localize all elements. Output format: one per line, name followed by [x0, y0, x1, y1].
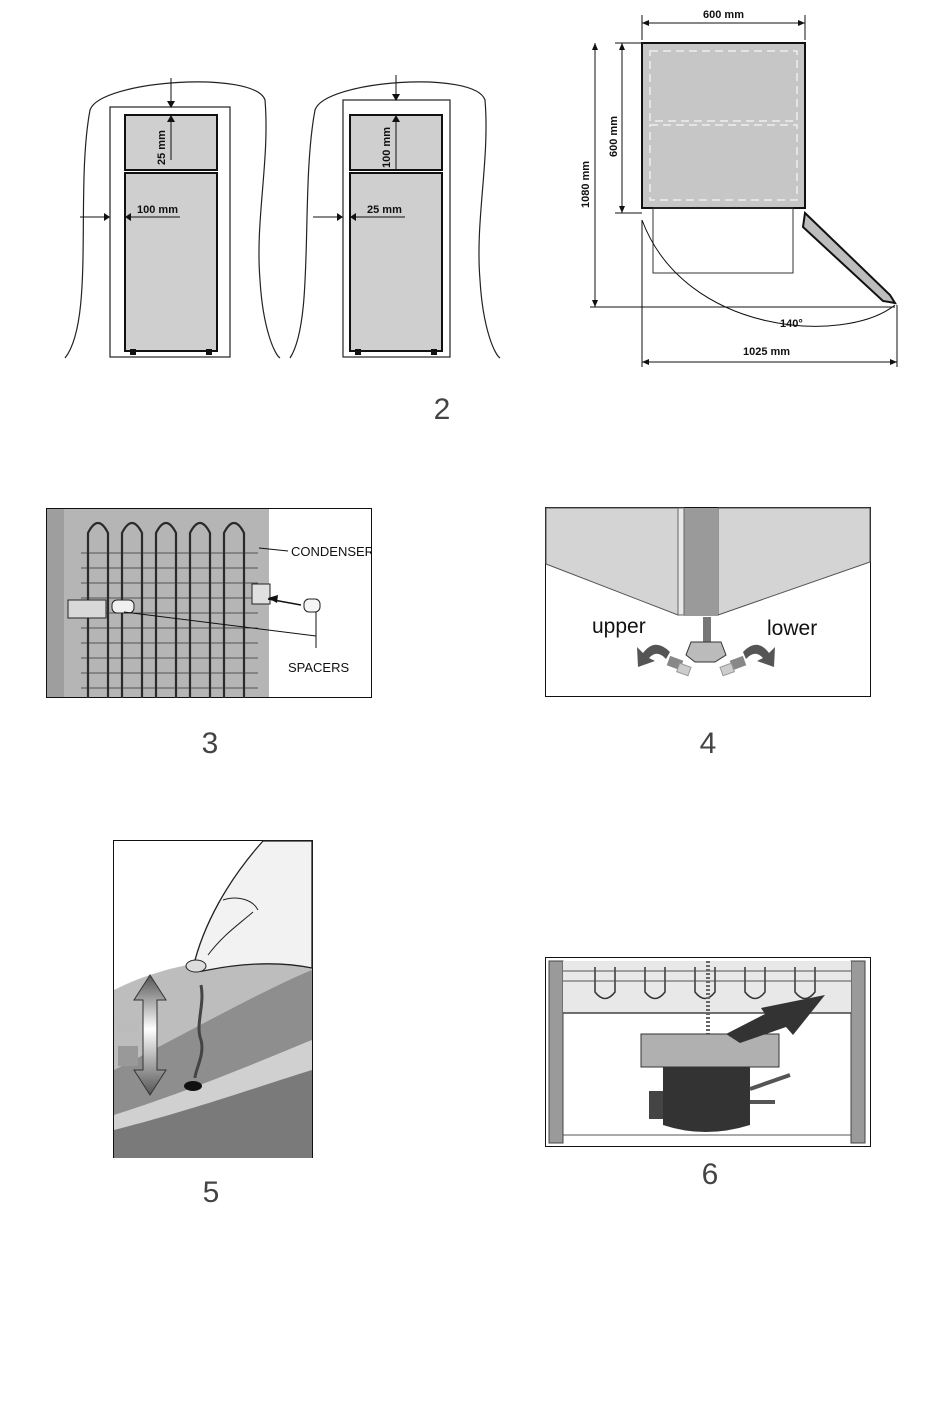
left-fridge-body	[125, 173, 217, 351]
upper-label: upper	[592, 615, 646, 638]
left-spacer	[112, 600, 134, 613]
figure-6-compressor-tray	[545, 957, 871, 1147]
figure-5-number: 5	[181, 1176, 241, 1210]
right-spacer-bracket	[252, 584, 270, 604]
plan-door	[803, 213, 895, 303]
right-fridge-body	[350, 173, 442, 351]
figure-3-number: 3	[180, 727, 240, 761]
drain-hole	[184, 1081, 202, 1091]
right-spacer	[304, 599, 320, 612]
left-top-gap-label: 25 mm	[156, 130, 168, 165]
condenser-label: CONDENSER	[291, 544, 372, 559]
figure-6-number: 6	[680, 1158, 740, 1192]
cabinet-corner-post	[684, 508, 718, 616]
figure-2-number: 2	[412, 393, 472, 427]
plan-total-depth-label: 1080 mm	[580, 161, 592, 208]
right-top-gap-label: 100 mm	[381, 127, 393, 168]
plan-angle-label: 140°	[780, 318, 803, 330]
lower-label: lower	[767, 617, 817, 640]
figure-3-condenser-spacers: CONDENSER SPACERS	[46, 508, 372, 698]
figure-2-clearance-diagram: 25 mm 100 mm 100 mm 25 mm	[55, 70, 515, 370]
drip-tray	[641, 1034, 779, 1067]
leveling-foot-screw	[703, 617, 711, 642]
leveling-foot-base	[686, 642, 726, 662]
right-side-rail	[851, 961, 865, 1143]
figure-5-drain-cleaning	[113, 840, 313, 1158]
plan-width-label: 600 mm	[703, 9, 744, 21]
figure-4-number: 4	[678, 727, 738, 761]
figure-2-plan-view: 600 mm 600 mm 1080 mm 140° 1025 mm	[575, 5, 905, 370]
figure-4-leveling-feet: upper lower	[545, 507, 871, 697]
left-side-rail	[549, 961, 563, 1143]
plan-total-width-label: 1025 mm	[743, 346, 790, 358]
plan-depth-label: 600 mm	[608, 116, 620, 157]
left-spacer-bracket	[68, 600, 106, 618]
plan-door-open-area	[653, 208, 793, 273]
right-side-gap-label: 25 mm	[367, 204, 402, 216]
spacers-label: SPACERS	[288, 660, 349, 675]
left-side-gap-label: 100 mm	[137, 204, 178, 216]
compressor	[663, 1067, 750, 1132]
